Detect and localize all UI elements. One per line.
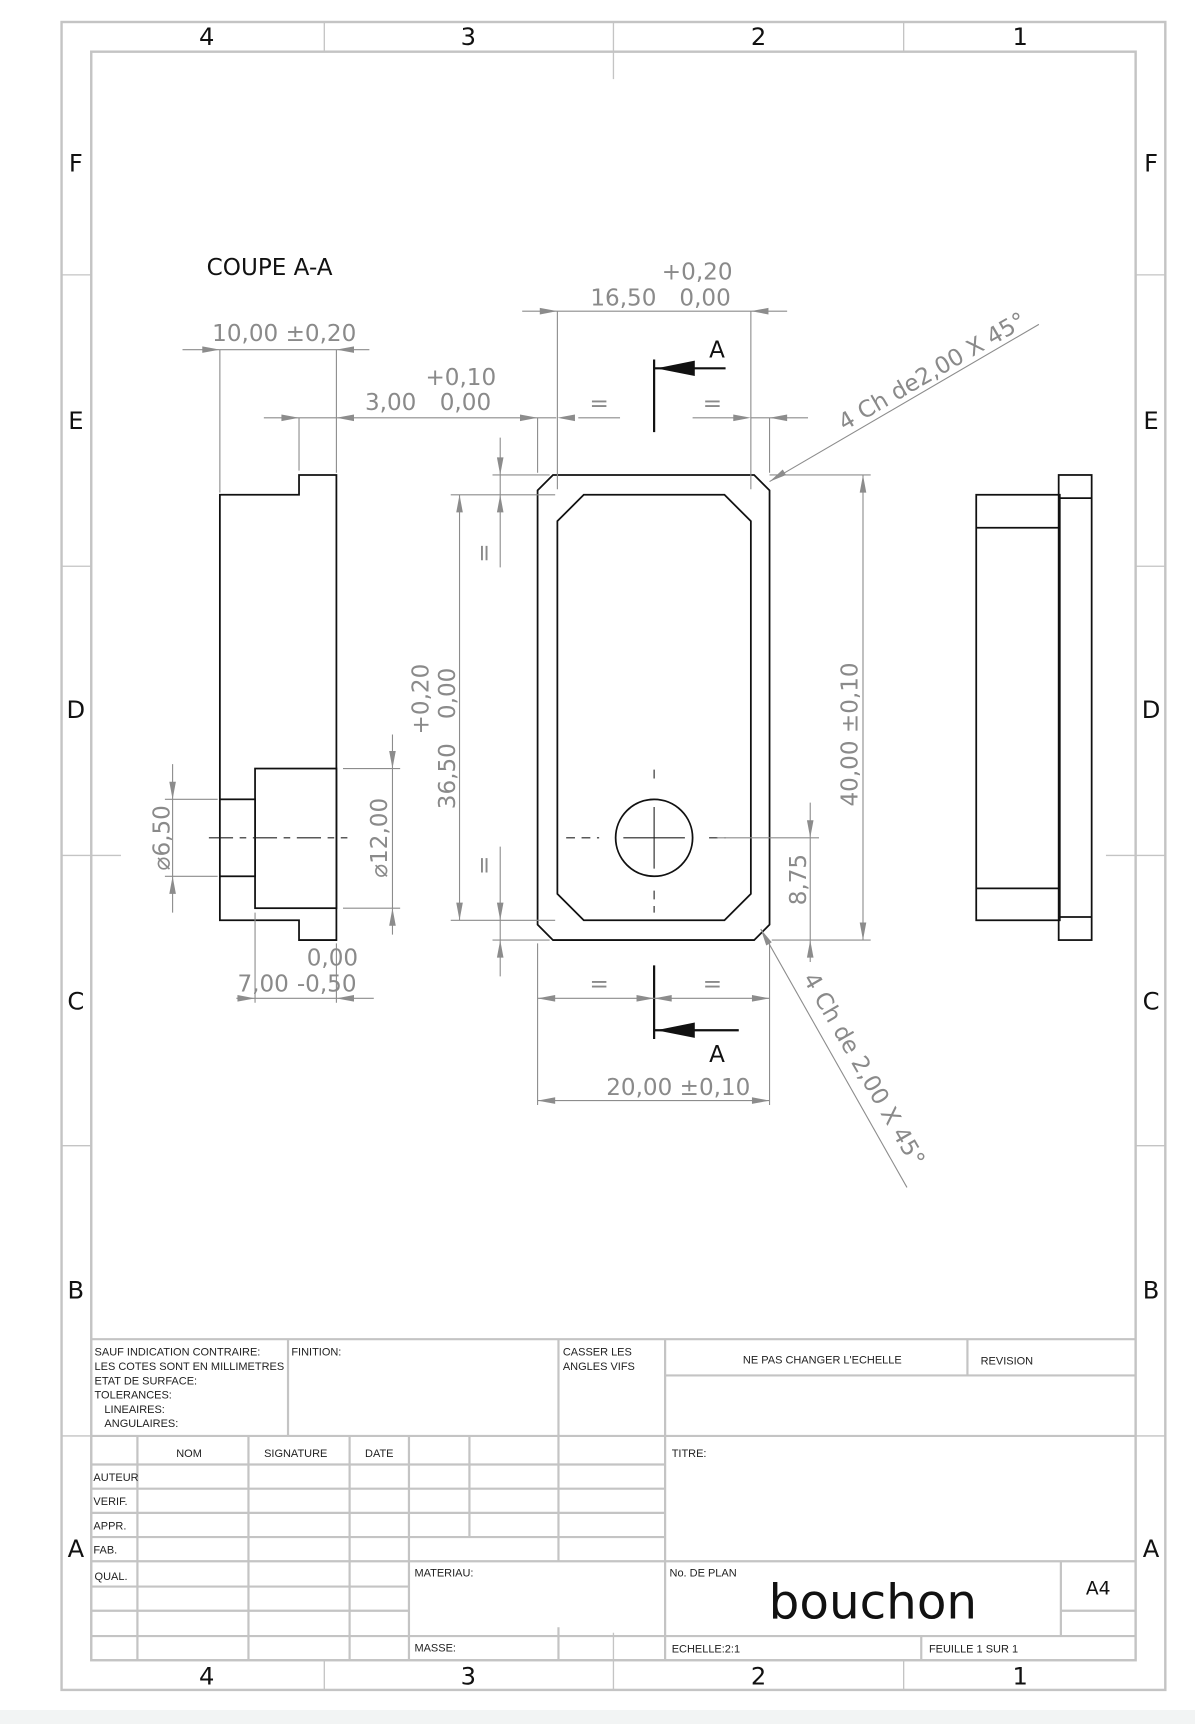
scale-warning: NE PAS CHANGER L'ECHELLE (743, 1354, 902, 1366)
chamfer-note-top: 4 Ch de2,00 X 45° (834, 308, 1030, 436)
dim-equal-top-left: = (589, 391, 608, 417)
role-verif: VERIF. (93, 1496, 127, 1508)
dim-outer-width: 20,00 ±0,10 (606, 1075, 750, 1101)
outer-contour (536, 474, 771, 941)
materiau-label: MATERIAU: (414, 1568, 473, 1580)
zone-row-a-right: A (1143, 1535, 1160, 1563)
zone-col-3-bottom: 3 (461, 1662, 476, 1690)
dim-inner-height-tol-lower: 0,00 (435, 668, 461, 719)
dim-flange-depth: 3,00 (365, 390, 416, 416)
casser-line-2: ANGLES VIFS (563, 1361, 635, 1373)
role-appr: APPR. (93, 1520, 126, 1532)
cut-label-bottom: A (709, 1042, 725, 1068)
zone-row-b-right: B (1143, 1276, 1160, 1304)
dim-outer-height: 40,00 ±0,10 (837, 662, 863, 806)
dim-inner-height: 36,50 (435, 743, 461, 809)
drawing-frame (60, 20, 1167, 1692)
zone-col-2-bottom: 2 (751, 1662, 766, 1690)
dim-equal-top-right: = (703, 391, 722, 417)
sheet-count: FEUILLE 1 SUR 1 (929, 1644, 1018, 1656)
inner-contour (556, 493, 752, 922)
revision-label: REVISION (981, 1355, 1034, 1367)
note-line-4: TOLERANCES: (95, 1390, 172, 1402)
dim-inner-width: 16,50 (590, 286, 656, 312)
zone-row-d-right: D (1142, 696, 1161, 724)
section-view: COUPE A-A 10,00 ±0,20 3,00 +0,10 0,00 ⌀6… (149, 255, 557, 1003)
column-signature: SIGNATURE (264, 1448, 327, 1460)
dim-large-hole-diameter: ⌀12,00 (367, 798, 393, 878)
dim-flange-depth-tol-upper: +0,10 (425, 365, 496, 391)
zone-labels: 4 3 2 1 4 3 2 1 F E D C B A F E D C B A (67, 23, 1161, 1690)
dim-inner-width-tol-upper: +0,20 (662, 259, 733, 285)
chamfer-note-bottom: 4 Ch de 2,00 X 45° (797, 969, 929, 1172)
cut-label-top: A (709, 337, 725, 363)
masse-label: MASSE: (414, 1642, 456, 1654)
zone-col-2-top: 2 (751, 23, 766, 51)
note-line-2: LES COTES SONT EN MILLIMETRES (95, 1361, 285, 1373)
note-line-1: SAUF INDICATION CONTRAIRE: (95, 1347, 261, 1359)
note-line-5: LINEAIRES: (104, 1404, 164, 1416)
zone-row-f-left: F (69, 150, 83, 178)
titre-label: TITRE: (672, 1448, 707, 1460)
casser-line-1: CASSER LES (563, 1347, 632, 1359)
dim-inner-height-tol-upper: +0,20 (409, 664, 435, 735)
dim-counterbore-tol-upper: 0,00 (307, 945, 358, 971)
zone-row-b-left: B (68, 1276, 85, 1304)
zone-row-d-left: D (67, 696, 86, 724)
section-view-label: COUPE A-A (207, 255, 333, 281)
dim-equal-bottom-left: = (589, 972, 608, 998)
dim-inner-width-tol-lower: 0,00 (679, 286, 730, 312)
dim-counterbore-depth: 7,00 (237, 972, 288, 998)
column-nom: NOM (176, 1448, 202, 1460)
column-date: DATE (365, 1448, 393, 1460)
zone-row-e-right: E (1143, 407, 1158, 435)
side-view (975, 474, 1093, 941)
note-line-6: ANGULAIRES: (104, 1418, 178, 1430)
dim-small-hole-diameter: ⌀6,50 (149, 805, 175, 870)
dim-hole-offset: 8,75 (786, 854, 812, 905)
zone-row-c-left: C (67, 987, 84, 1015)
section-hatch (218, 474, 338, 941)
zone-row-c-right: C (1143, 987, 1160, 1015)
role-qual: QUAL. (95, 1571, 128, 1583)
zone-row-e-left: E (68, 407, 83, 435)
dim-counterbore-tol-lower: -0,50 (297, 972, 357, 998)
dim-equal-left-bottom: = (471, 856, 497, 875)
dim-flange-depth-tol-lower: 0,00 (440, 390, 491, 416)
zone-col-1-bottom: 1 (1013, 1662, 1028, 1690)
role-auteur: AUTEUR (93, 1472, 138, 1484)
dim-equal-left-top: = (471, 543, 497, 562)
zone-col-3-top: 3 (461, 23, 476, 51)
zone-col-4-bottom: 4 (199, 1662, 214, 1690)
zone-row-a-left: A (68, 1535, 85, 1563)
page-footer-strip (0, 1710, 1195, 1724)
dim-section-width: 10,00 ±0,20 (212, 321, 356, 347)
drawing-name: bouchon (769, 1574, 977, 1630)
role-fab: FAB. (93, 1545, 117, 1557)
dim-equal-bottom-right: = (703, 972, 722, 998)
finition-label: FINITION: (291, 1347, 341, 1359)
zone-col-4-top: 4 (199, 23, 214, 51)
scale-value: ECHELLE:2:1 (672, 1644, 740, 1656)
center-hole (614, 798, 694, 878)
zone-col-1-top: 1 (1013, 23, 1028, 51)
title-block: SAUF INDICATION CONTRAIRE: LES COTES SON… (91, 1338, 1136, 1661)
zone-row-f-right: F (1144, 150, 1158, 178)
note-line-3: ETAT DE SURFACE: (95, 1375, 198, 1387)
front-view: A A 16,50 +0,20 0,00 = = 36,50 +0,20 0,0… (409, 259, 1040, 1188)
drawing-number-label: No. DE PLAN (670, 1568, 737, 1580)
sheet-format: A4 (1086, 1578, 1111, 1599)
